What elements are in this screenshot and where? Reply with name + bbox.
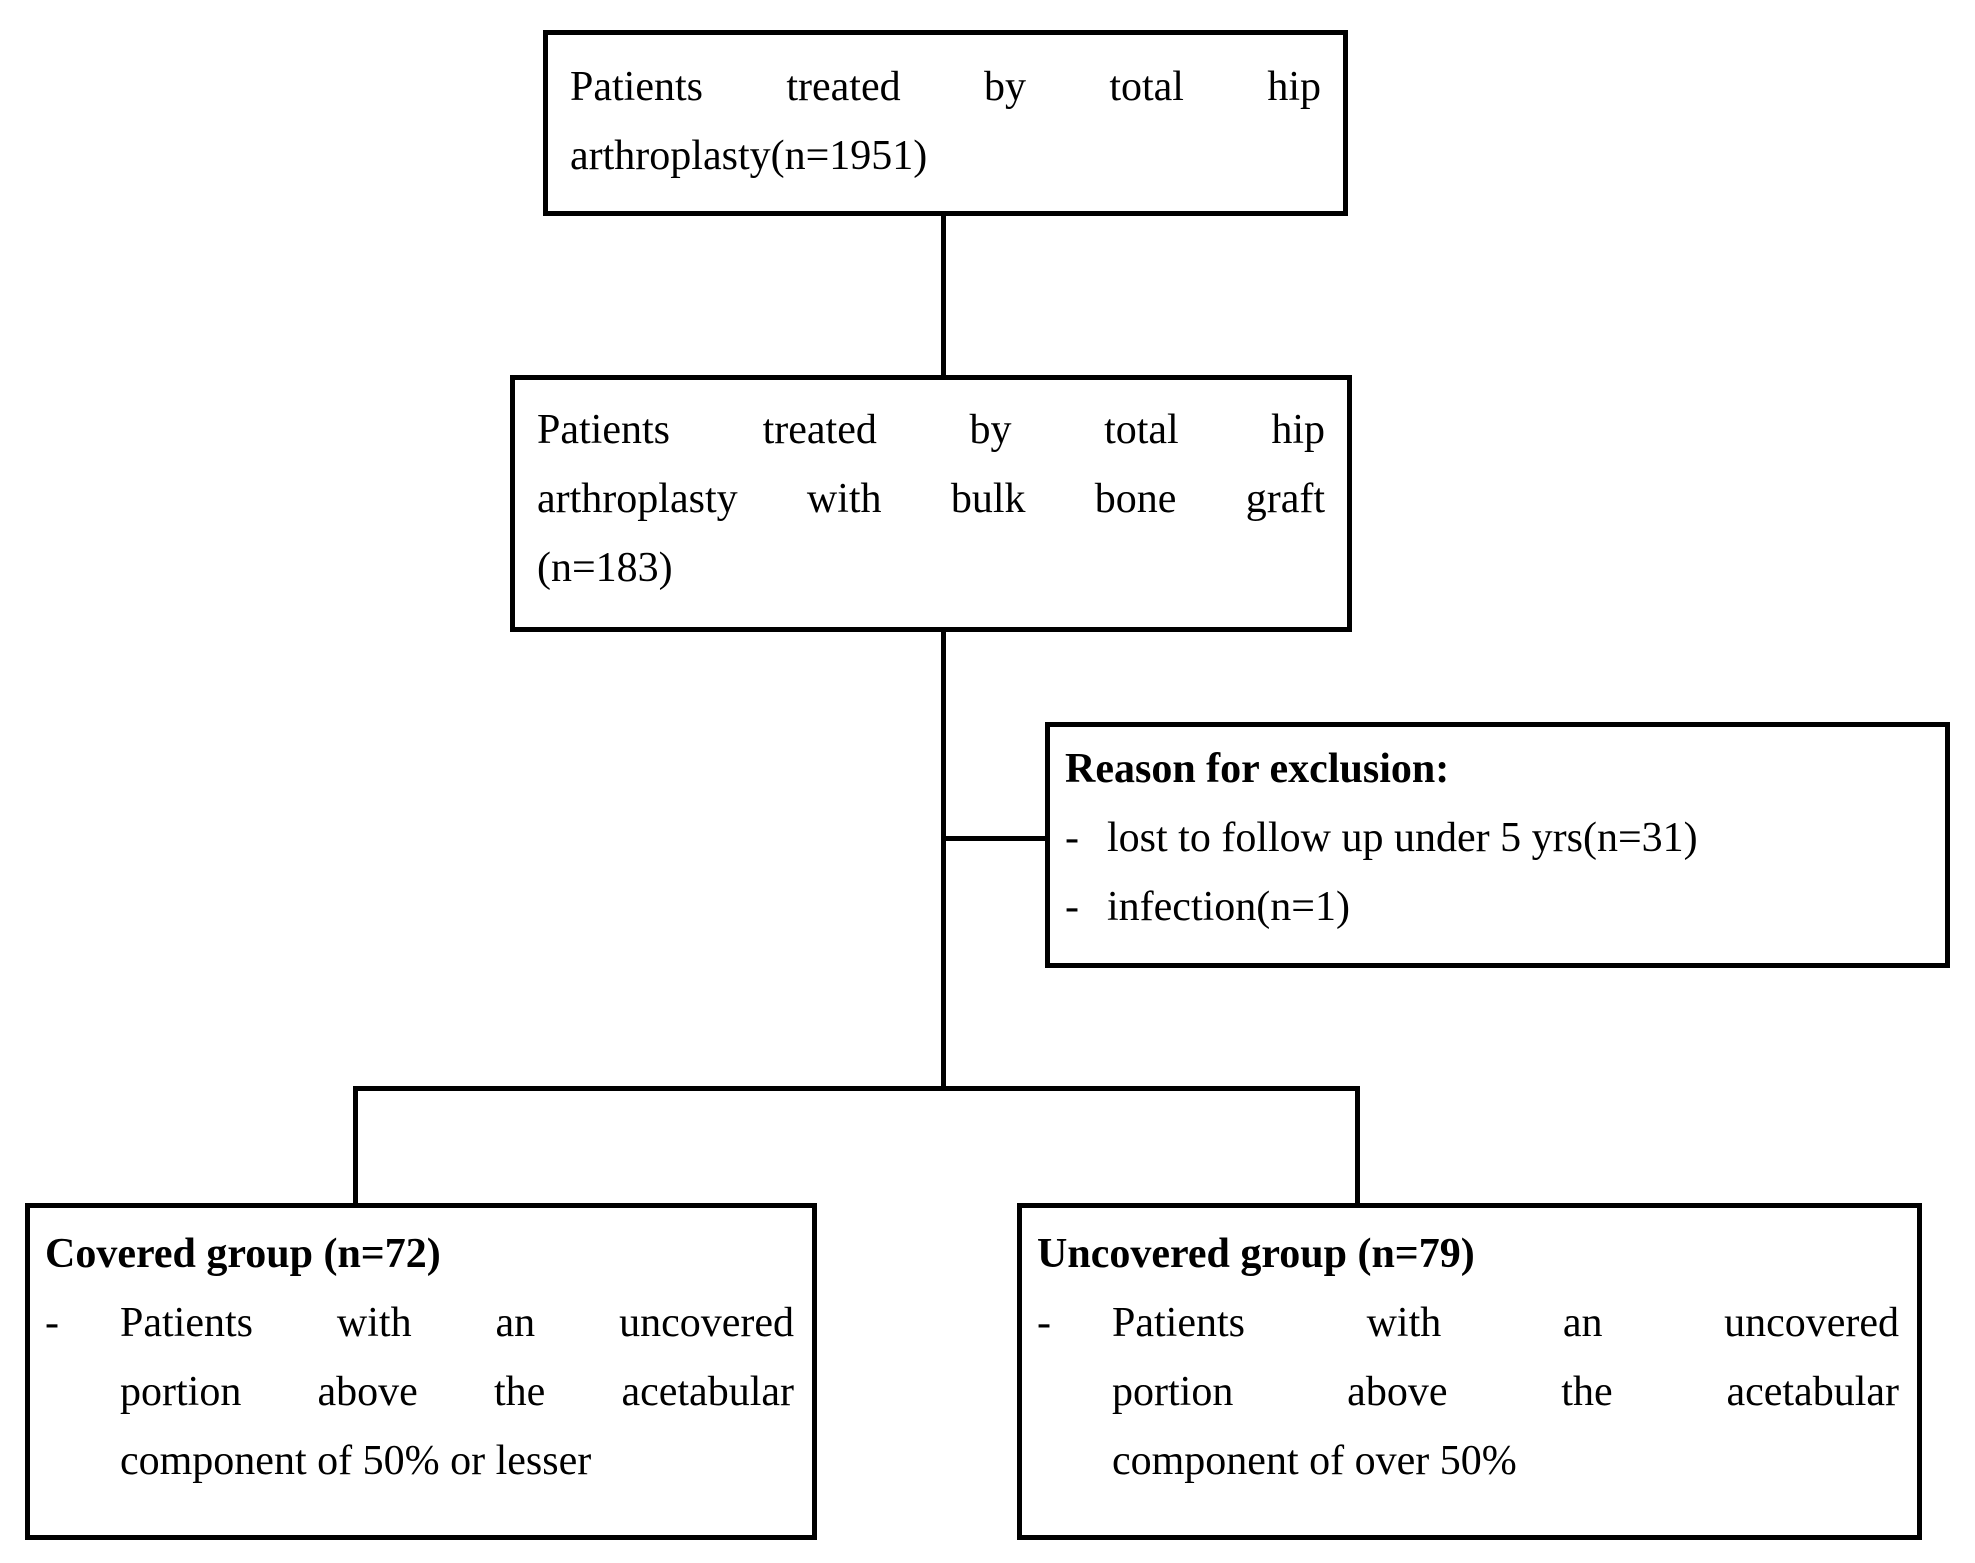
total-arthroplasty-box: Patients treated by total hip arthroplas… — [543, 30, 1348, 216]
box-text-line: Patients with an uncovered — [120, 1300, 794, 1346]
exclusion-item: - lost to follow up under 5 yrs(n=31) — [1065, 804, 1929, 873]
uncovered-group-item: - Patients with an uncovered portion abo… — [1037, 1289, 1899, 1496]
bulk-bone-graft-box: Patients treated by total hip arthroplas… — [510, 375, 1352, 632]
bullet-marker: - — [45, 1300, 59, 1346]
box-text-line: portion above the acetabular — [1112, 1369, 1899, 1415]
covered-group-box: Covered group (n=72) - Patients with an … — [25, 1203, 817, 1540]
box-text-line: (n=183) — [537, 545, 673, 591]
uncovered-group-box: Uncovered group (n=79) - Patients with a… — [1017, 1203, 1922, 1540]
covered-group-item: - Patients with an uncovered portion abo… — [45, 1289, 794, 1496]
box-text-line: component of over 50% — [1112, 1438, 1517, 1484]
bullet-marker: - — [1065, 815, 1079, 861]
uncovered-group-title: Uncovered group (n=79) — [1037, 1231, 1475, 1277]
uncovered-group-item-text: Patients with an uncovered portion above… — [1112, 1289, 1899, 1496]
covered-group-title: Covered group (n=72) — [45, 1231, 441, 1277]
box-text-line: Patients with an uncovered — [1112, 1300, 1899, 1346]
covered-group-item-text: Patients with an uncovered portion above… — [120, 1289, 794, 1496]
exclusion-item-text: infection(n=1) — [1107, 884, 1350, 930]
box-text-line: Patients treated by total hip — [537, 407, 1325, 453]
bullet-marker: - — [1065, 884, 1079, 930]
connector-to-exclusion-box — [941, 836, 1049, 841]
connector-branch-horizontal — [353, 1086, 1360, 1091]
exclusion-title: Reason for exclusion: — [1065, 746, 1450, 792]
box-text-line: arthroplasty(n=1951) — [570, 133, 928, 179]
connector-drop-covered — [353, 1086, 358, 1207]
connector-drop-uncovered — [1355, 1086, 1360, 1207]
bullet-marker: - — [1037, 1300, 1051, 1346]
exclusion-item-text: lost to follow up under 5 yrs(n=31) — [1107, 815, 1698, 861]
box-text-line: arthroplasty with bulk bone graft — [537, 476, 1325, 522]
exclusion-item: - infection(n=1) — [1065, 873, 1929, 942]
box-text-line: Patients treated by total hip — [570, 64, 1321, 110]
exclusion-box: Reason for exclusion: - lost to follow u… — [1045, 722, 1950, 968]
box-text-line: component of 50% or lesser — [120, 1438, 592, 1484]
connector-total-to-graft — [941, 213, 946, 378]
connector-graft-to-branch — [941, 630, 946, 1088]
box-text-line: portion above the acetabular — [120, 1369, 794, 1415]
